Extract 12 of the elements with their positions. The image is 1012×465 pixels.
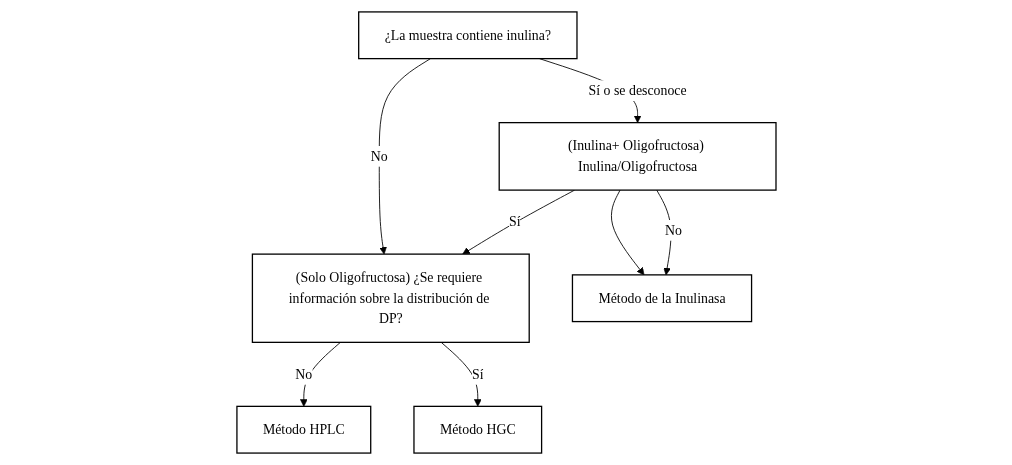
node-box: Método HGC [412, 405, 542, 454]
edge-label: Sí o se desconoce [588, 82, 687, 98]
edge-label: No [370, 148, 388, 164]
node-box: ¿La muestra contiene inulina? [357, 11, 578, 60]
edge-label: Sí [508, 214, 521, 230]
node-box: (Solo Oligofructosa) ¿Se requiere información sobre la distribución de DP? [251, 253, 530, 343]
node-box: Método de la Inulinasa [571, 274, 752, 323]
edge-label: No [294, 366, 312, 382]
edge-label: No [664, 222, 682, 238]
edge-label: Sí [471, 366, 484, 382]
node-box: Método HPLC [235, 405, 371, 454]
node-box: (Inulina+ Oligofructosa) Inulina/Oligofructosa [498, 122, 777, 191]
